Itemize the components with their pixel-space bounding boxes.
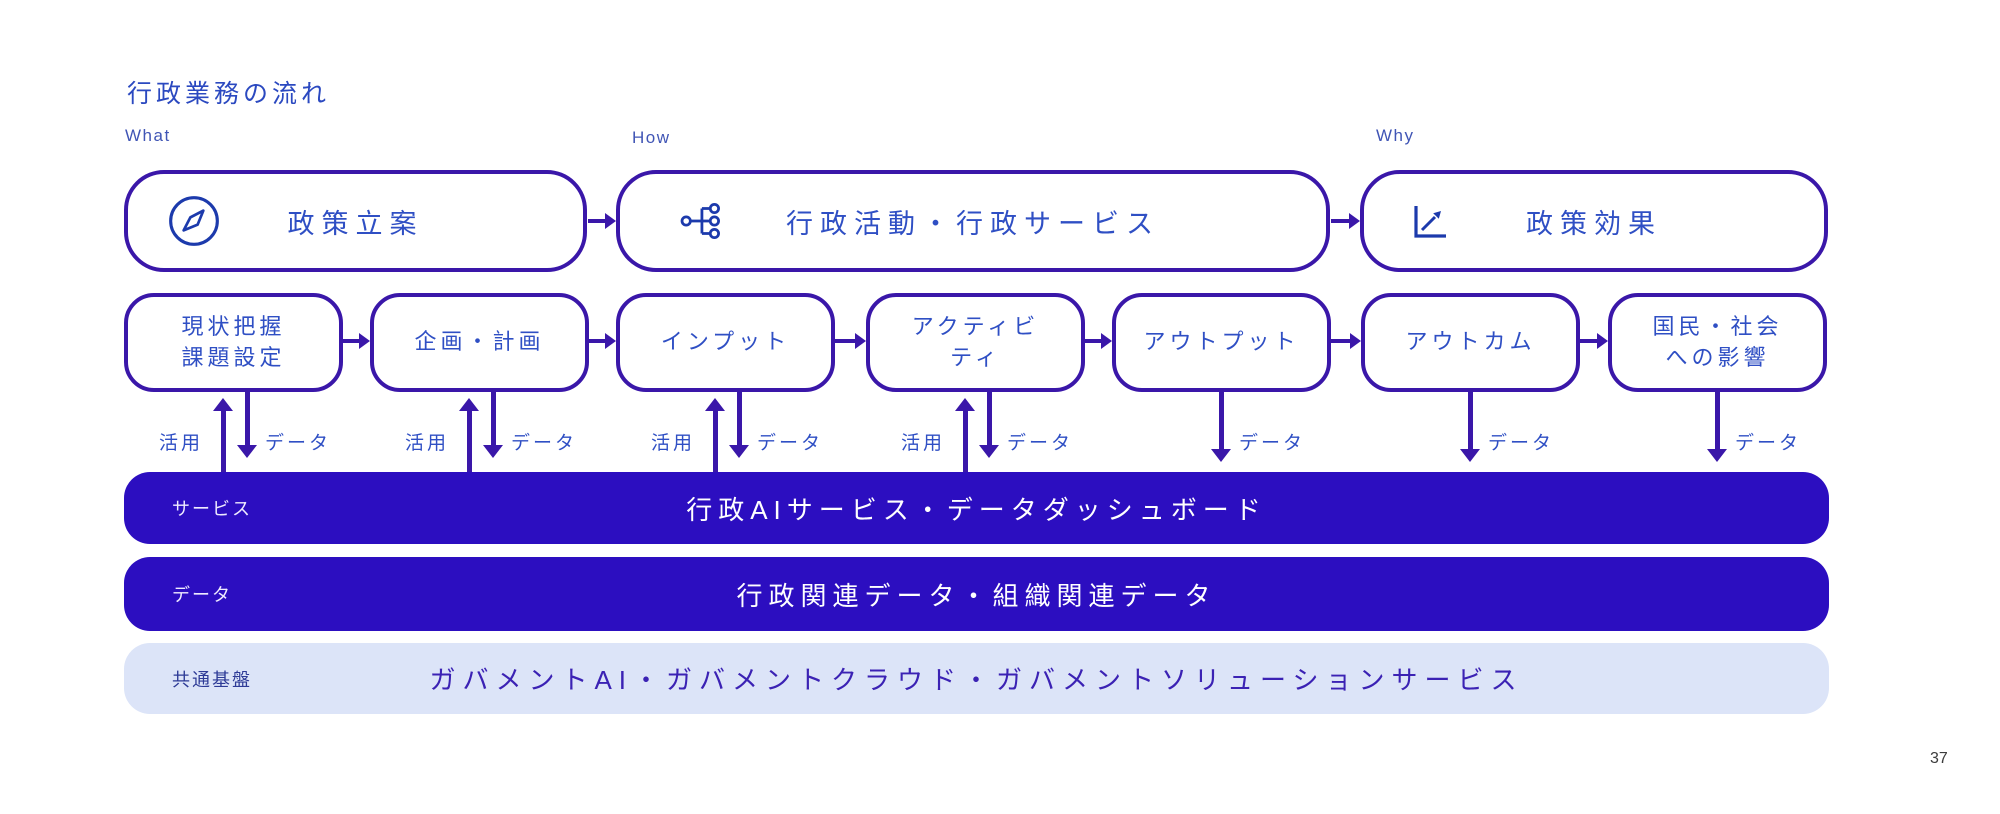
page-title: 行政業務の流れ [127,80,331,108]
stage-label: アクティビ ティ [911,313,1040,370]
layer-title: 行政AIサービス・データダッシュボード [686,494,1267,525]
layer-title: ガバメントAI・ガバメントクラウド・ガバメントソリューションサービス [429,665,1524,695]
phase-box-policy-effect: 政策効果 [1360,170,1828,272]
stage-label: 企画・計画 [414,329,545,355]
stage-label: アウトプット [1143,329,1300,355]
data-arrow-icon [979,392,999,458]
flow-arrow-icon [835,333,866,349]
use-arrow-icon [213,398,233,472]
stage-box-planning: 企画・計画 [370,293,589,392]
data-label: データ [1239,433,1306,454]
layer-bar-common-platform: 共通基盤 ガバメントAI・ガバメントクラウド・ガバメントソリューションサービス [124,643,1829,714]
layer-bar-service: サービス 行政AIサービス・データダッシュボード [124,472,1829,544]
phase-label: 行政活動・行政サービス [786,208,1160,239]
data-arrow-icon [1707,392,1727,462]
layer-side-label: サービス [172,499,252,519]
column-label-how: How [632,128,671,147]
data-arrow-icon [1460,392,1480,462]
flow-arrow-icon [1331,333,1361,349]
stage-box-society-impact: 国民・社会 への影響 [1608,293,1827,392]
compass-icon [166,193,222,249]
stage-label: アウトカム [1405,329,1536,355]
phase-box-policy-planning: 政策立案 [124,170,587,272]
page-number: 37 [1930,750,1948,767]
data-arrow-icon [237,392,257,458]
layer-bar-data: データ 行政関連データ・組織関連データ [124,557,1829,631]
use-label: 活用 [900,433,945,454]
data-label: データ [265,433,332,454]
flow-arrow-icon [588,213,616,229]
phase-label: 政策立案 [287,208,424,239]
growth-chart-icon [1402,194,1456,248]
data-label: データ [511,433,578,454]
data-label: データ [1007,433,1074,454]
flow-arrow-icon [1580,333,1608,349]
data-arrow-icon [729,392,749,458]
use-arrow-icon [955,398,975,472]
stage-box-output: アウトプット [1112,293,1331,392]
flow-arrow-icon [1085,333,1112,349]
use-label: 活用 [404,433,449,454]
data-arrow-icon [483,392,503,458]
phase-box-admin-activities: 行政活動・行政サービス [616,170,1330,272]
use-arrow-icon [705,398,725,472]
hierarchy-icon [676,196,726,246]
data-arrow-icon [1211,392,1231,462]
stage-box-input: インプット [616,293,835,392]
use-label: 活用 [158,433,203,454]
stage-box-outcome: アウトカム [1361,293,1580,392]
stage-box-activity: アクティビ ティ [866,293,1085,392]
use-arrow-icon [459,398,479,472]
data-label: データ [1735,433,1802,454]
flow-arrow-icon [1331,213,1360,229]
stage-label: 国民・社会 への影響 [1652,313,1783,370]
stage-label: 現状把握 課題設定 [181,313,286,370]
column-label-why: Why [1376,126,1415,145]
flow-arrow-icon [343,333,370,349]
column-label-what: What [125,126,171,145]
layer-side-label: 共通基盤 [172,669,252,690]
flow-arrow-icon [589,333,616,349]
data-label: データ [757,433,824,454]
use-label: 活用 [650,433,695,454]
data-label: データ [1488,433,1555,454]
phase-label: 政策効果 [1526,208,1662,239]
layer-side-label: データ [172,585,232,605]
stage-label: インプット [660,329,791,355]
layer-title: 行政関連データ・組織関連データ [736,580,1217,611]
stage-box-current-state: 現状把握 課題設定 [124,293,343,392]
